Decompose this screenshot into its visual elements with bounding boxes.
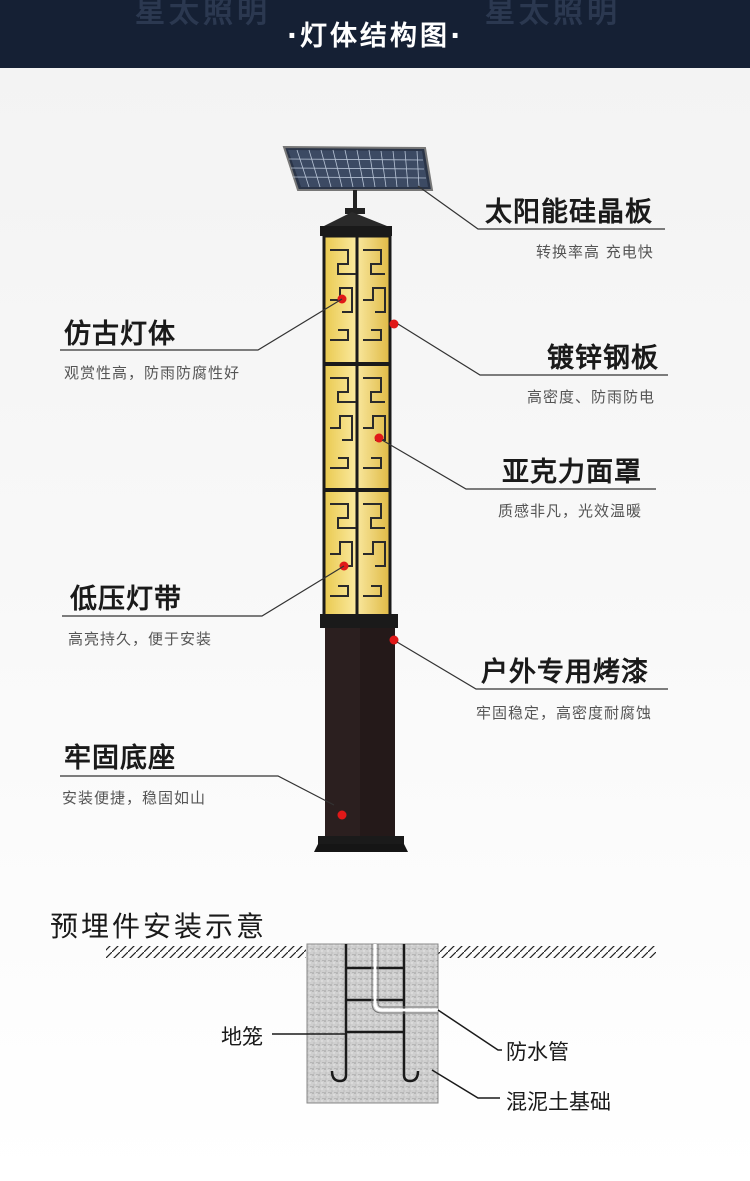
watermark-right: 星太照明 [485, 0, 621, 30]
callout-title-base: 牢固底座 [64, 743, 176, 774]
callout-sub-galvanized-steel: 高密度、防雨防电 [527, 388, 656, 406]
marker-dot-outdoor-paint [389, 635, 399, 645]
callout-sub-antique-body: 观赏性高，防雨防腐性好 [64, 364, 241, 382]
label-anchor-cage: 地笼 [221, 1025, 263, 1049]
watermark-left: 星太照明 [135, 0, 271, 30]
marker-dot-acrylic-cover [374, 433, 384, 443]
page-title: ·灯体结构图· [286, 21, 464, 52]
callout-sub-solar-panel: 转换率高 充电快 [536, 243, 654, 261]
callout-title-acrylic-cover: 亚克力面罩 [502, 457, 642, 488]
marker-dot-base [337, 810, 347, 820]
lamp-body [314, 212, 408, 852]
callout-sub-led-strip: 高亮持久，便于安装 [68, 630, 213, 648]
waterproof-pipe [373, 944, 438, 1012]
callout-sub-base: 安装便捷，稳固如山 [62, 789, 207, 807]
callout-title-outdoor-paint: 户外专用烤漆 [481, 657, 649, 688]
label-waterproof-pipe: 防水管 [506, 1040, 569, 1064]
callout-title-antique-body: 仿古灯体 [64, 319, 176, 350]
installation-title: 预埋件安装示意 [50, 910, 268, 943]
marker-dot-galvanized-steel [389, 319, 399, 329]
callout-sub-outdoor-paint: 牢固稳定，高密度耐腐蚀 [476, 704, 653, 722]
foundation-diagram [106, 943, 656, 1104]
callout-leader-lines [60, 185, 668, 806]
solar-panel [282, 145, 434, 214]
callout-title-led-strip: 低压灯带 [70, 584, 182, 615]
header-bar: 星太照明 星太照明 ·灯体结构图· [0, 0, 750, 68]
callout-title-solar-panel: 太阳能硅晶板 [485, 197, 653, 228]
label-concrete-foundation: 混泥土基础 [506, 1090, 611, 1114]
callout-title-galvanized-steel: 镀锌钢板 [547, 343, 659, 374]
callout-sub-acrylic-cover: 质感非凡，光效温暖 [498, 502, 643, 520]
